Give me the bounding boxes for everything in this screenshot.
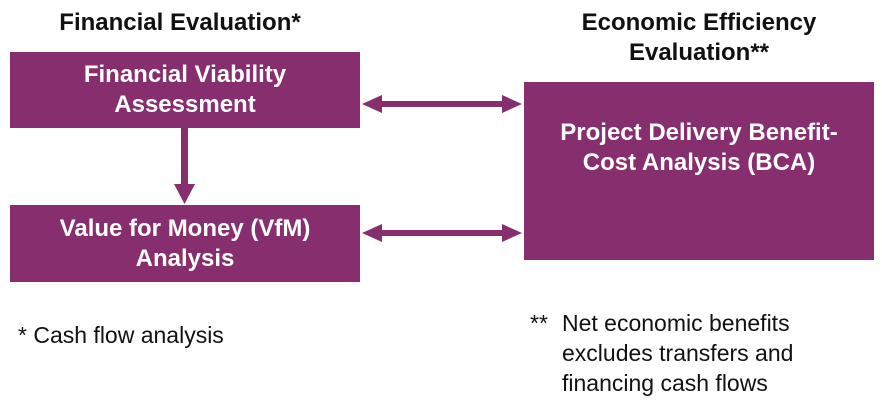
economic-note-line2: excludes transfers and [562, 340, 794, 366]
bca-line1: Project Delivery Benefit- [560, 119, 838, 146]
financial-evaluation-heading: Financial Evaluation* [59, 9, 301, 36]
bca-box: Project Delivery Benefit- Cost Analysis … [524, 82, 874, 260]
double-arrow-top [362, 95, 522, 113]
economic-benefits-note: ** Net economic benefits excludes transf… [530, 308, 870, 398]
economic-heading-line2: Evaluation** [628, 39, 770, 66]
value-for-money-line2: Analysis [135, 244, 235, 272]
economic-note-line1: Net economic benefits [562, 310, 790, 336]
bca-line2: Cost Analysis (BCA) [582, 149, 816, 176]
financial-viability-line2: Assessment [114, 91, 256, 118]
economic-efficiency-heading: Economic Efficiency Evaluation** [524, 8, 874, 68]
double-arrow-bottom [362, 224, 522, 242]
value-for-money-box: Value for Money (VfM) Analysis [10, 205, 360, 282]
financial-viability-line1: Financial Viability [83, 61, 287, 88]
down-arrow [174, 128, 195, 204]
economic-note-line3: financing cash flows [562, 370, 768, 396]
economic-heading-line1: Economic Efficiency [581, 9, 817, 36]
financial-viability-box: Financial Viability Assessment [10, 52, 360, 128]
economic-note-marker: ** [530, 310, 548, 336]
cash-flow-note: * Cash flow analysis [18, 322, 224, 348]
value-for-money-line1: Value for Money (VfM) [59, 214, 311, 242]
